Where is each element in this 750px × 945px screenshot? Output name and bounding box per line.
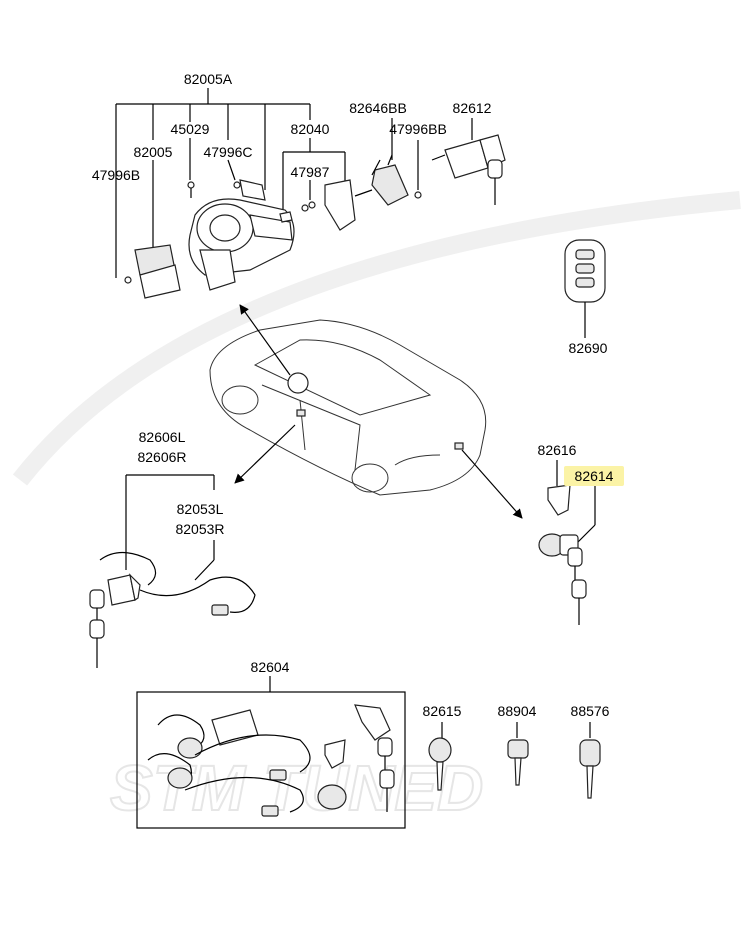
label-82606R[interactable]: 82606R — [137, 449, 186, 465]
label-47996BB[interactable]: 47996BB — [389, 121, 447, 137]
label-82615[interactable]: 82615 — [423, 703, 462, 719]
key-cylinder-82612 — [431, 118, 506, 205]
label-88576[interactable]: 88576 — [571, 703, 610, 719]
label-82616[interactable]: 82616 — [538, 442, 577, 458]
label-82612[interactable]: 82612 — [453, 100, 492, 116]
key-82615 — [428, 722, 452, 791]
label-82005A[interactable]: 82005A — [184, 71, 233, 87]
label-47996C[interactable]: 47996C — [203, 144, 252, 160]
label-82690[interactable]: 82690 — [569, 340, 608, 356]
label-82604[interactable]: 82604 — [251, 659, 290, 675]
label-45029[interactable]: 45029 — [171, 121, 210, 137]
lock-set-box — [136, 676, 406, 829]
ignition-assembly-leaders — [115, 88, 346, 278]
label-47996B[interactable]: 47996B — [92, 167, 140, 183]
key-88904 — [507, 722, 529, 786]
label-82005[interactable]: 82005 — [134, 144, 173, 160]
part-labels: 82005A 45029 82005 47996C 47996B 82040 4… — [92, 71, 614, 719]
ignition-switch-body — [124, 179, 295, 299]
label-82606L[interactable]: 82606L — [139, 429, 186, 445]
label-82053L[interactable]: 82053L — [177, 501, 224, 517]
label-82614[interactable]: 82614 — [575, 468, 614, 484]
highlight-82614 — [564, 466, 624, 486]
car-silhouette — [209, 319, 487, 496]
label-88904[interactable]: 88904 — [498, 703, 537, 719]
label-82646BB[interactable]: 82646BB — [349, 100, 407, 116]
location-arrows — [234, 304, 523, 519]
door-lock-cylinder — [89, 551, 256, 668]
label-47987[interactable]: 47987 — [291, 164, 330, 180]
immobilizer-module — [354, 118, 422, 206]
ring-antenna-part — [301, 179, 356, 231]
remote-fob-82690 — [564, 239, 606, 338]
key-88576 — [579, 722, 601, 799]
trunk-lock-cylinder — [538, 484, 587, 625]
label-82053R[interactable]: 82053R — [175, 521, 224, 537]
label-82040[interactable]: 82040 — [291, 121, 330, 137]
door-lock-leaders — [125, 474, 215, 581]
